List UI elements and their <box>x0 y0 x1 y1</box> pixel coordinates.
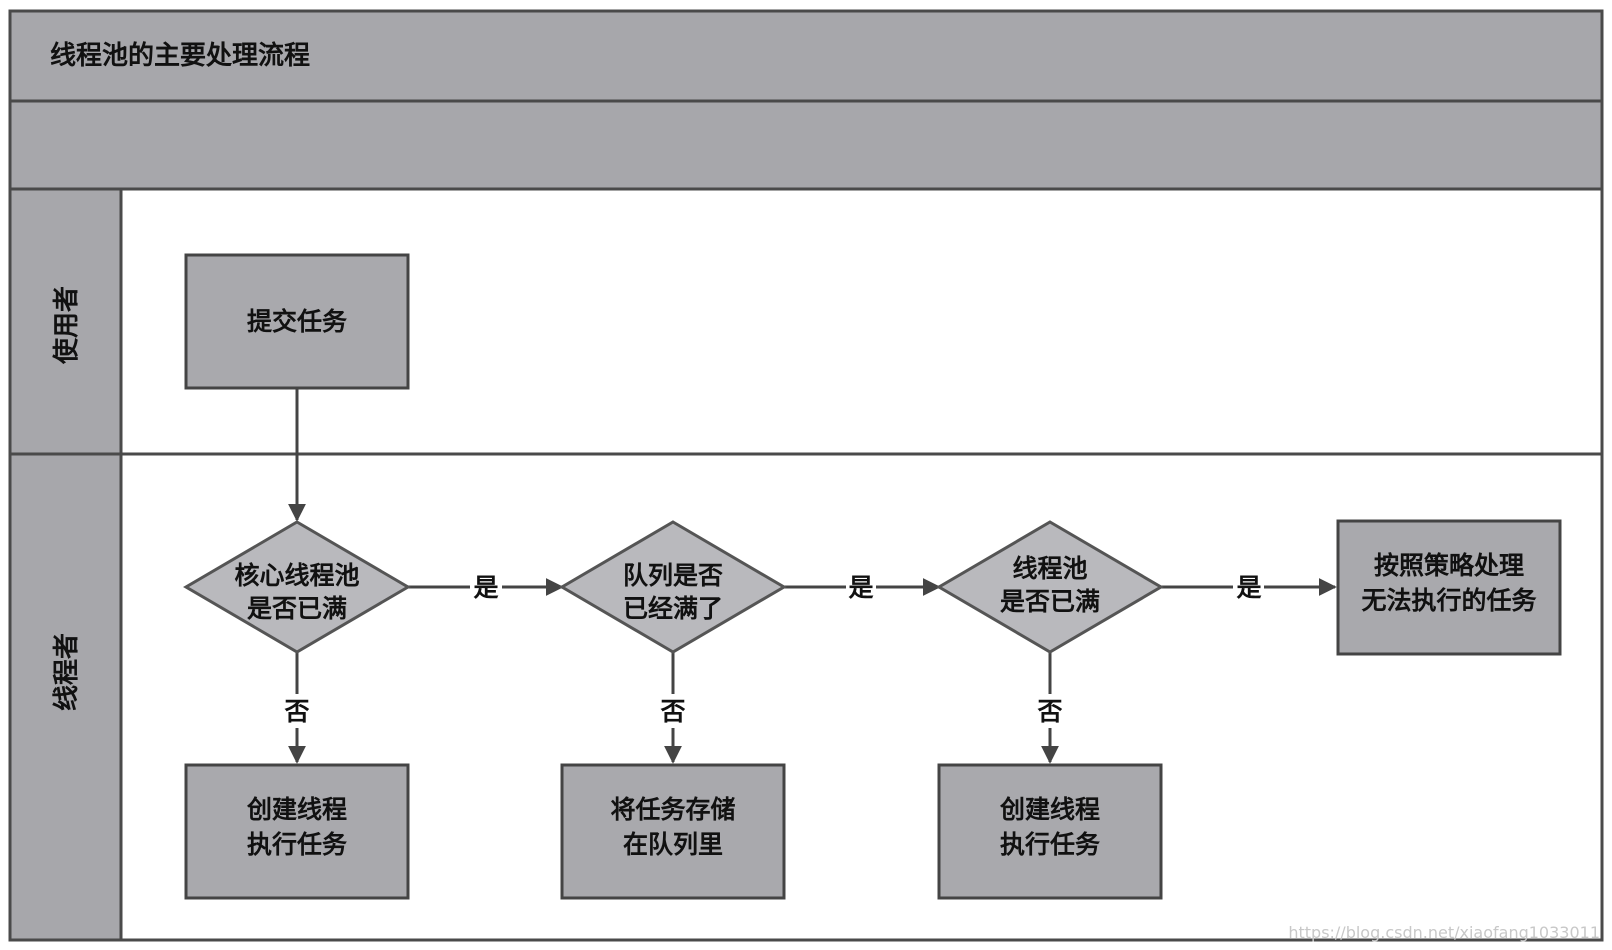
edge-label-yes-1: 是 <box>473 573 498 602</box>
edge-label-no-1: 否 <box>283 697 309 726</box>
watermark: https://blog.csdn.net/xiaofang1033011 <box>1288 923 1600 942</box>
node-reject: 按照策略处理 无法执行的任务 <box>1336 519 1562 656</box>
diagram-title: 线程池的主要处理流程 <box>50 40 310 71</box>
node-enqueue-label-1: 将任务存储 <box>610 795 735 824</box>
node-create-max-thread: 创建线程 执行任务 <box>937 763 1163 900</box>
lane-label-pool: 线程者 <box>52 633 82 711</box>
node-create-core-label-2: 执行任务 <box>247 830 347 859</box>
decision-pool-full: 线程池 是否已满 <box>936 520 1164 654</box>
title-band <box>8 9 1604 103</box>
node-create-core-thread: 创建线程 执行任务 <box>184 763 410 900</box>
edge-label-no-3: 否 <box>1036 697 1062 726</box>
node-submit-label-1: 提交任务 <box>247 307 347 336</box>
decision-queue-full: 队列是否 已经满了 <box>559 520 787 654</box>
node-create-max-label-2: 执行任务 <box>1000 830 1100 859</box>
lane-label-user: 使用者 <box>52 286 82 365</box>
decision-core-label-1: 核心线程池 <box>234 561 359 590</box>
edge-label-no-2: 否 <box>659 697 685 726</box>
node-reject-label-2: 无法执行的任务 <box>1361 586 1536 615</box>
decision-core-pool-full: 核心线程池 是否已满 <box>183 520 411 654</box>
decision-core-label-2: 是否已满 <box>247 594 347 623</box>
edge-label-yes-2: 是 <box>848 573 873 602</box>
decision-queue-label-2: 已经满了 <box>623 594 723 623</box>
node-create-core-label-1: 创建线程 <box>246 795 347 824</box>
node-submit-task: 提交任务 <box>184 253 410 390</box>
lane-header-user <box>8 187 123 456</box>
node-reject-label-1: 按照策略处理 <box>1374 551 1524 580</box>
header-band <box>8 99 1604 191</box>
decision-pool-label-1: 线程池 <box>1012 554 1087 583</box>
edge-label-yes-3: 是 <box>1236 573 1261 602</box>
node-enqueue-task: 将任务存储 在队列里 <box>560 763 786 900</box>
node-enqueue-label-2: 在队列里 <box>623 830 723 859</box>
node-create-max-label-1: 创建线程 <box>999 795 1100 824</box>
decision-pool-label-2: 是否已满 <box>1000 587 1100 616</box>
decision-queue-label-1: 队列是否 <box>623 561 723 590</box>
